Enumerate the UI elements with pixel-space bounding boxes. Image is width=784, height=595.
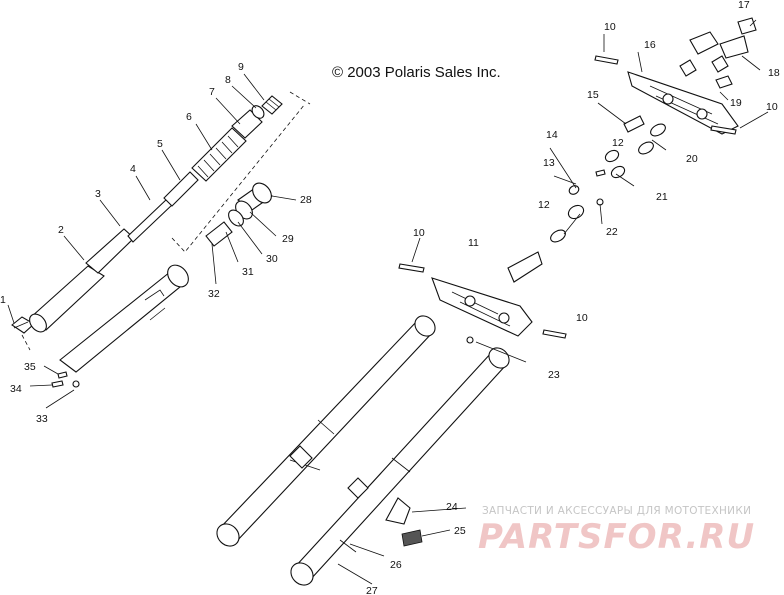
callout-10-a: 10 <box>604 21 616 33</box>
callout-30: 30 <box>266 253 278 265</box>
callout-1: 1 <box>0 294 6 306</box>
left-fork-leg <box>216 315 436 547</box>
callout-13: 13 <box>543 157 555 169</box>
callout-12-b: 12 <box>538 199 550 211</box>
callout-18: 18 <box>768 67 780 79</box>
callout-8: 8 <box>225 74 231 86</box>
callout-6: 6 <box>186 111 192 123</box>
tube-part-7 <box>231 109 263 139</box>
copyright-notice: © 2003 Polaris Sales Inc. <box>332 64 501 81</box>
callout-26: 26 <box>390 559 402 571</box>
callout-33: 33 <box>36 413 48 425</box>
hardware-cluster <box>550 75 733 243</box>
callout-29: 29 <box>282 233 294 245</box>
callout-7: 7 <box>209 86 215 98</box>
rod-part-4 <box>127 197 174 243</box>
spacer-part-3 <box>85 228 135 274</box>
callout-17: 17 <box>738 0 750 11</box>
callout-25: 25 <box>454 525 466 537</box>
callout-35: 35 <box>24 361 36 373</box>
callout-5: 5 <box>157 138 163 150</box>
callout-24: 24 <box>446 501 458 513</box>
triple-clamp-bolts <box>398 263 567 344</box>
lower-triple-clamp <box>431 251 543 337</box>
decals <box>385 497 423 547</box>
upper-clamp-bolts <box>594 55 737 135</box>
callout-4: 4 <box>130 163 136 175</box>
callout-31: 31 <box>242 266 254 278</box>
callout-2: 2 <box>58 224 64 236</box>
collar-part-5 <box>163 171 199 207</box>
callout-27: 27 <box>366 585 378 595</box>
cartridge-housing <box>59 264 189 373</box>
callout-20: 20 <box>686 153 698 165</box>
callout-14: 14 <box>546 129 558 141</box>
small-bolts <box>51 371 80 388</box>
callout-15: 15 <box>587 89 599 101</box>
callout-10-b: 10 <box>413 227 425 239</box>
oring-part-8 <box>251 105 265 119</box>
callout-32: 32 <box>208 288 220 300</box>
piston-group <box>205 182 273 247</box>
cartridge-part-2 <box>29 265 105 333</box>
callout-23: 23 <box>548 369 560 381</box>
callout-34: 34 <box>10 383 22 395</box>
nut-part-9 <box>261 95 283 115</box>
spring-part-6 <box>191 127 247 182</box>
callout-9: 9 <box>238 61 244 73</box>
callout-16: 16 <box>644 39 656 51</box>
callout-22: 22 <box>606 226 618 238</box>
watermark-brand: PARTSFOR.RU <box>478 517 755 557</box>
callout-10-d: 10 <box>766 101 778 113</box>
right-fork-leg <box>290 347 510 586</box>
handlebar-clamps <box>679 17 757 77</box>
callout-10-c: 10 <box>576 312 588 324</box>
callout-12-a: 12 <box>612 137 624 149</box>
leader-lines <box>7 19 769 585</box>
callout-28: 28 <box>300 194 312 206</box>
callout-19: 19 <box>730 97 742 109</box>
watermark-caption: ЗАПЧАСТИ И АКСЕССУАРЫ ДЛЯ МОТОТЕХНИКИ <box>482 505 751 517</box>
callout-11: 11 <box>468 237 479 249</box>
fork-cartridge-assembly <box>11 91 311 388</box>
callout-21: 21 <box>656 191 668 203</box>
callout-3: 3 <box>95 188 101 200</box>
